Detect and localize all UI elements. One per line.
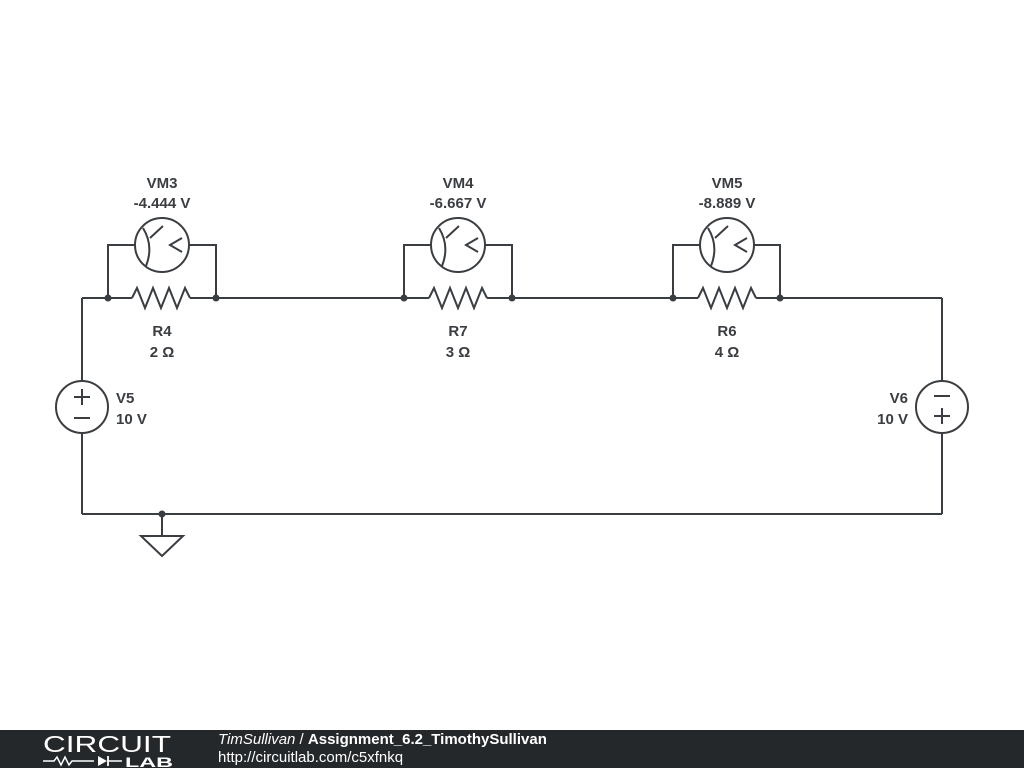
- path-separator: /: [295, 731, 308, 748]
- author-link[interactable]: TimSullivan: [218, 731, 296, 748]
- circuitlab-logo[interactable]: CIRCUIT LAB: [42, 732, 178, 768]
- junction-dot: [776, 294, 784, 302]
- voltmeter-vm5[interactable]: [672, 217, 781, 298]
- footer-title-line: TimSullivan / Assignment_6.2_TimothySull…: [218, 731, 547, 749]
- junction-dot: [508, 294, 516, 302]
- r4-value-label: 2 Ω: [150, 344, 175, 361]
- voltmeter-vm3[interactable]: [107, 217, 217, 298]
- voltage-source-v6[interactable]: [915, 380, 969, 434]
- vm5-name-label: VM5: [712, 175, 743, 192]
- junction-dot: [158, 510, 166, 518]
- resistor-r4[interactable]: [108, 285, 216, 311]
- vm4-name-label: VM4: [443, 175, 475, 192]
- v5-value-label: 10 V: [116, 411, 147, 428]
- r7-name-label: R7: [448, 323, 467, 340]
- v6-value-label: 10 V: [877, 411, 908, 428]
- r6-name-label: R6: [717, 323, 736, 340]
- v6-name-label: V6: [890, 390, 908, 407]
- vm5-value-label: -8.889 V: [699, 195, 756, 212]
- junction-dot: [104, 294, 112, 302]
- logo-resistor-icon: [43, 755, 94, 767]
- junction-dot: [669, 294, 677, 302]
- footer-info: TimSullivan / Assignment_6.2_TimothySull…: [218, 731, 547, 767]
- voltmeter-vm4[interactable]: [403, 217, 513, 298]
- r6-value-label: 4 Ω: [715, 344, 740, 361]
- project-url-link[interactable]: http://circuitlab.com/c5xfnkq: [218, 749, 404, 766]
- schematic-canvas: VM3 -4.444 V R4 2 Ω VM4 -6.667 V R7 3 Ω …: [55, 175, 969, 558]
- logo-diode-icon: [98, 756, 122, 766]
- v5-name-label: V5: [116, 390, 134, 407]
- ground-symbol[interactable]: [138, 514, 186, 558]
- logo-bottom-text: LAB: [125, 754, 173, 768]
- voltage-source-v5[interactable]: [55, 380, 109, 434]
- project-title-link[interactable]: Assignment_6.2_TimothySullivan: [307, 731, 547, 748]
- vm4-value-label: -6.667 V: [430, 195, 487, 212]
- vm3-value-label: -4.444 V: [134, 195, 191, 212]
- junction-dot: [400, 294, 408, 302]
- r4-name-label: R4: [152, 323, 172, 340]
- junction-dot: [212, 294, 220, 302]
- resistor-r6[interactable]: [673, 285, 780, 311]
- logo-top-text: CIRCUIT: [43, 732, 171, 757]
- vm3-name-label: VM3: [147, 175, 178, 192]
- wires: [81, 297, 943, 515]
- r7-value-label: 3 Ω: [446, 344, 471, 361]
- resistor-r7[interactable]: [404, 285, 512, 311]
- footer-bar: CIRCUIT LAB TimSullivan / Assignment_6.2…: [0, 730, 1024, 768]
